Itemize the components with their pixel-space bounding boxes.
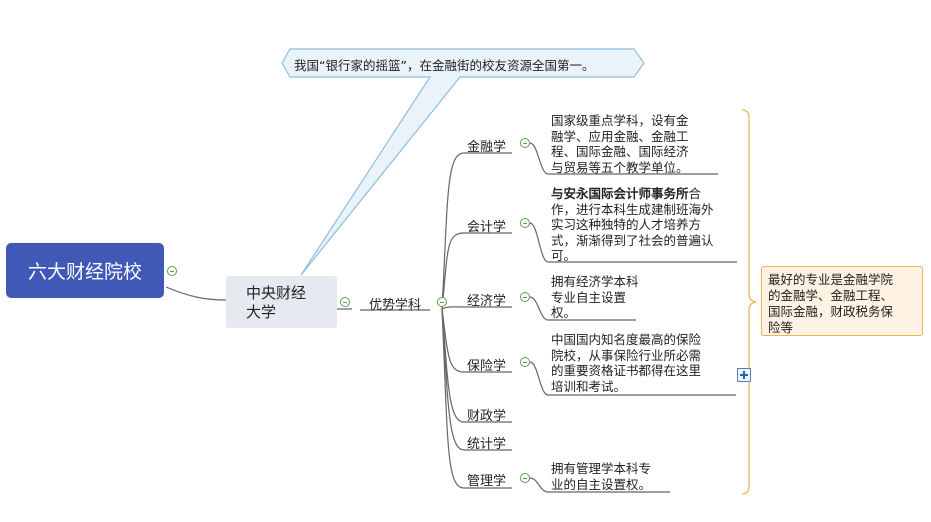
subject-economics-desc: 拥有经济学本科 专业自主设置 权。: [551, 274, 639, 320]
collapse-toggle-branch[interactable]: [437, 297, 447, 307]
subject-management[interactable]: 管理学: [467, 474, 507, 489]
collapse-toggle-finance[interactable]: [520, 138, 530, 148]
main-topic-line2: 大学: [246, 303, 277, 321]
subject-accounting-desc: 与安永国际会计师事务所合 作，进行本科生成建制班海外 实习这种独特的人才培养方 …: [551, 186, 714, 263]
collapse-toggle-insurance[interactable]: [520, 357, 530, 367]
subject-finance[interactable]: 金融学: [467, 140, 507, 155]
root-topic-label: 六大财经院校: [27, 261, 142, 283]
collapse-toggle-management[interactable]: [520, 473, 530, 483]
subject-management-desc: 拥有管理学本科专 业的自主设置权。: [551, 461, 652, 492]
subject-economics[interactable]: 经济学: [467, 294, 507, 309]
callout-text: 我国“银行家的摇篮”，在金融街的校友资源全国第一。: [294, 58, 595, 73]
collapse-toggle-root[interactable]: [167, 266, 177, 276]
branch-label[interactable]: 优势学科: [369, 298, 422, 313]
subject-statistics[interactable]: 统计学: [467, 437, 507, 452]
expand-plus-icon[interactable]: [737, 368, 751, 382]
subject-finance-desc: 国家级重点学科，设有金 融学、应用金融、金融工 程、国际金融、国际经济 与贸易等…: [551, 113, 689, 175]
subject-public-finance[interactable]: 财政学: [467, 409, 507, 424]
main-topic-line1: 中央财经: [246, 284, 307, 302]
callout-bubble: [281, 48, 645, 276]
main-topic[interactable]: 中央财经 大学: [226, 276, 337, 328]
collapse-toggle-accounting[interactable]: [520, 218, 530, 228]
summary-note[interactable]: 最好的专业是金融学院 的金融学、金融工程、 国际金融，财政税务保 险等: [761, 266, 923, 336]
subject-insurance[interactable]: 保险学: [467, 359, 507, 374]
subject-accounting[interactable]: 会计学: [467, 220, 507, 235]
root-topic[interactable]: 六大财经院校: [6, 243, 164, 298]
collapse-toggle-economics[interactable]: [520, 292, 530, 302]
subject-insurance-desc: 中国国内知名度最高的保险 院校，从事保险行业所必需 的重要资格证书都得在这里 培…: [551, 332, 702, 394]
collapse-toggle-main[interactable]: [340, 297, 350, 307]
